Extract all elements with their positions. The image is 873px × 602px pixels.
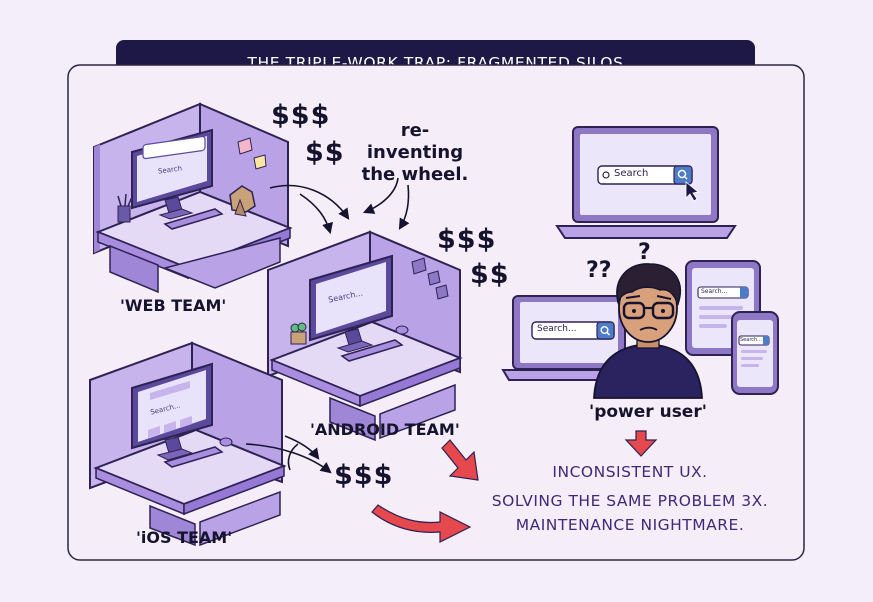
ios-cost-line1: $$$ <box>334 460 394 491</box>
ios-cubicle <box>89 341 287 547</box>
reinventing-annotation: re-inventing the wheel. <box>355 120 475 186</box>
outcome-line3: MAINTENANCE NIGHTMARE. <box>515 516 745 534</box>
web-cost-line1: $$$ <box>271 100 331 131</box>
power-user-label: 'power user' <box>589 402 707 422</box>
web-cubicle <box>93 102 293 294</box>
android-team-label: 'ANDROID TEAM' <box>310 420 460 439</box>
question-mark-right: ? <box>638 240 651 265</box>
android-cubicle <box>267 230 463 442</box>
phone <box>731 311 779 395</box>
tablet-search: Search... <box>701 288 728 295</box>
user-left-laptop-search: Search... <box>537 324 577 334</box>
outcome-line2: SOLVING THE SAME PROBLEM 3X. <box>491 492 769 510</box>
outcome-line1: INCONSISTENT UX. <box>552 463 708 481</box>
android-cost-line1: $$$ <box>437 224 497 255</box>
ios-team-label: 'iOS TEAM' <box>136 528 233 547</box>
power-user-avatar <box>593 263 703 399</box>
web-cost-line2: $$ <box>305 137 345 168</box>
user-laptop-search: Search <box>614 168 649 179</box>
connector-arrows <box>245 177 410 474</box>
top-laptop <box>555 126 737 239</box>
phone-search: Search... <box>740 337 762 343</box>
annotation-line2: the wheel. <box>361 164 469 185</box>
question-marks-left: ?? <box>586 258 612 283</box>
android-cost-line2: $$ <box>470 259 510 290</box>
left-laptop <box>501 295 638 381</box>
annotation-line1: re-inventing <box>366 120 464 163</box>
web-team-label: 'WEB TEAM' <box>120 296 227 315</box>
red-arrows <box>371 430 658 543</box>
